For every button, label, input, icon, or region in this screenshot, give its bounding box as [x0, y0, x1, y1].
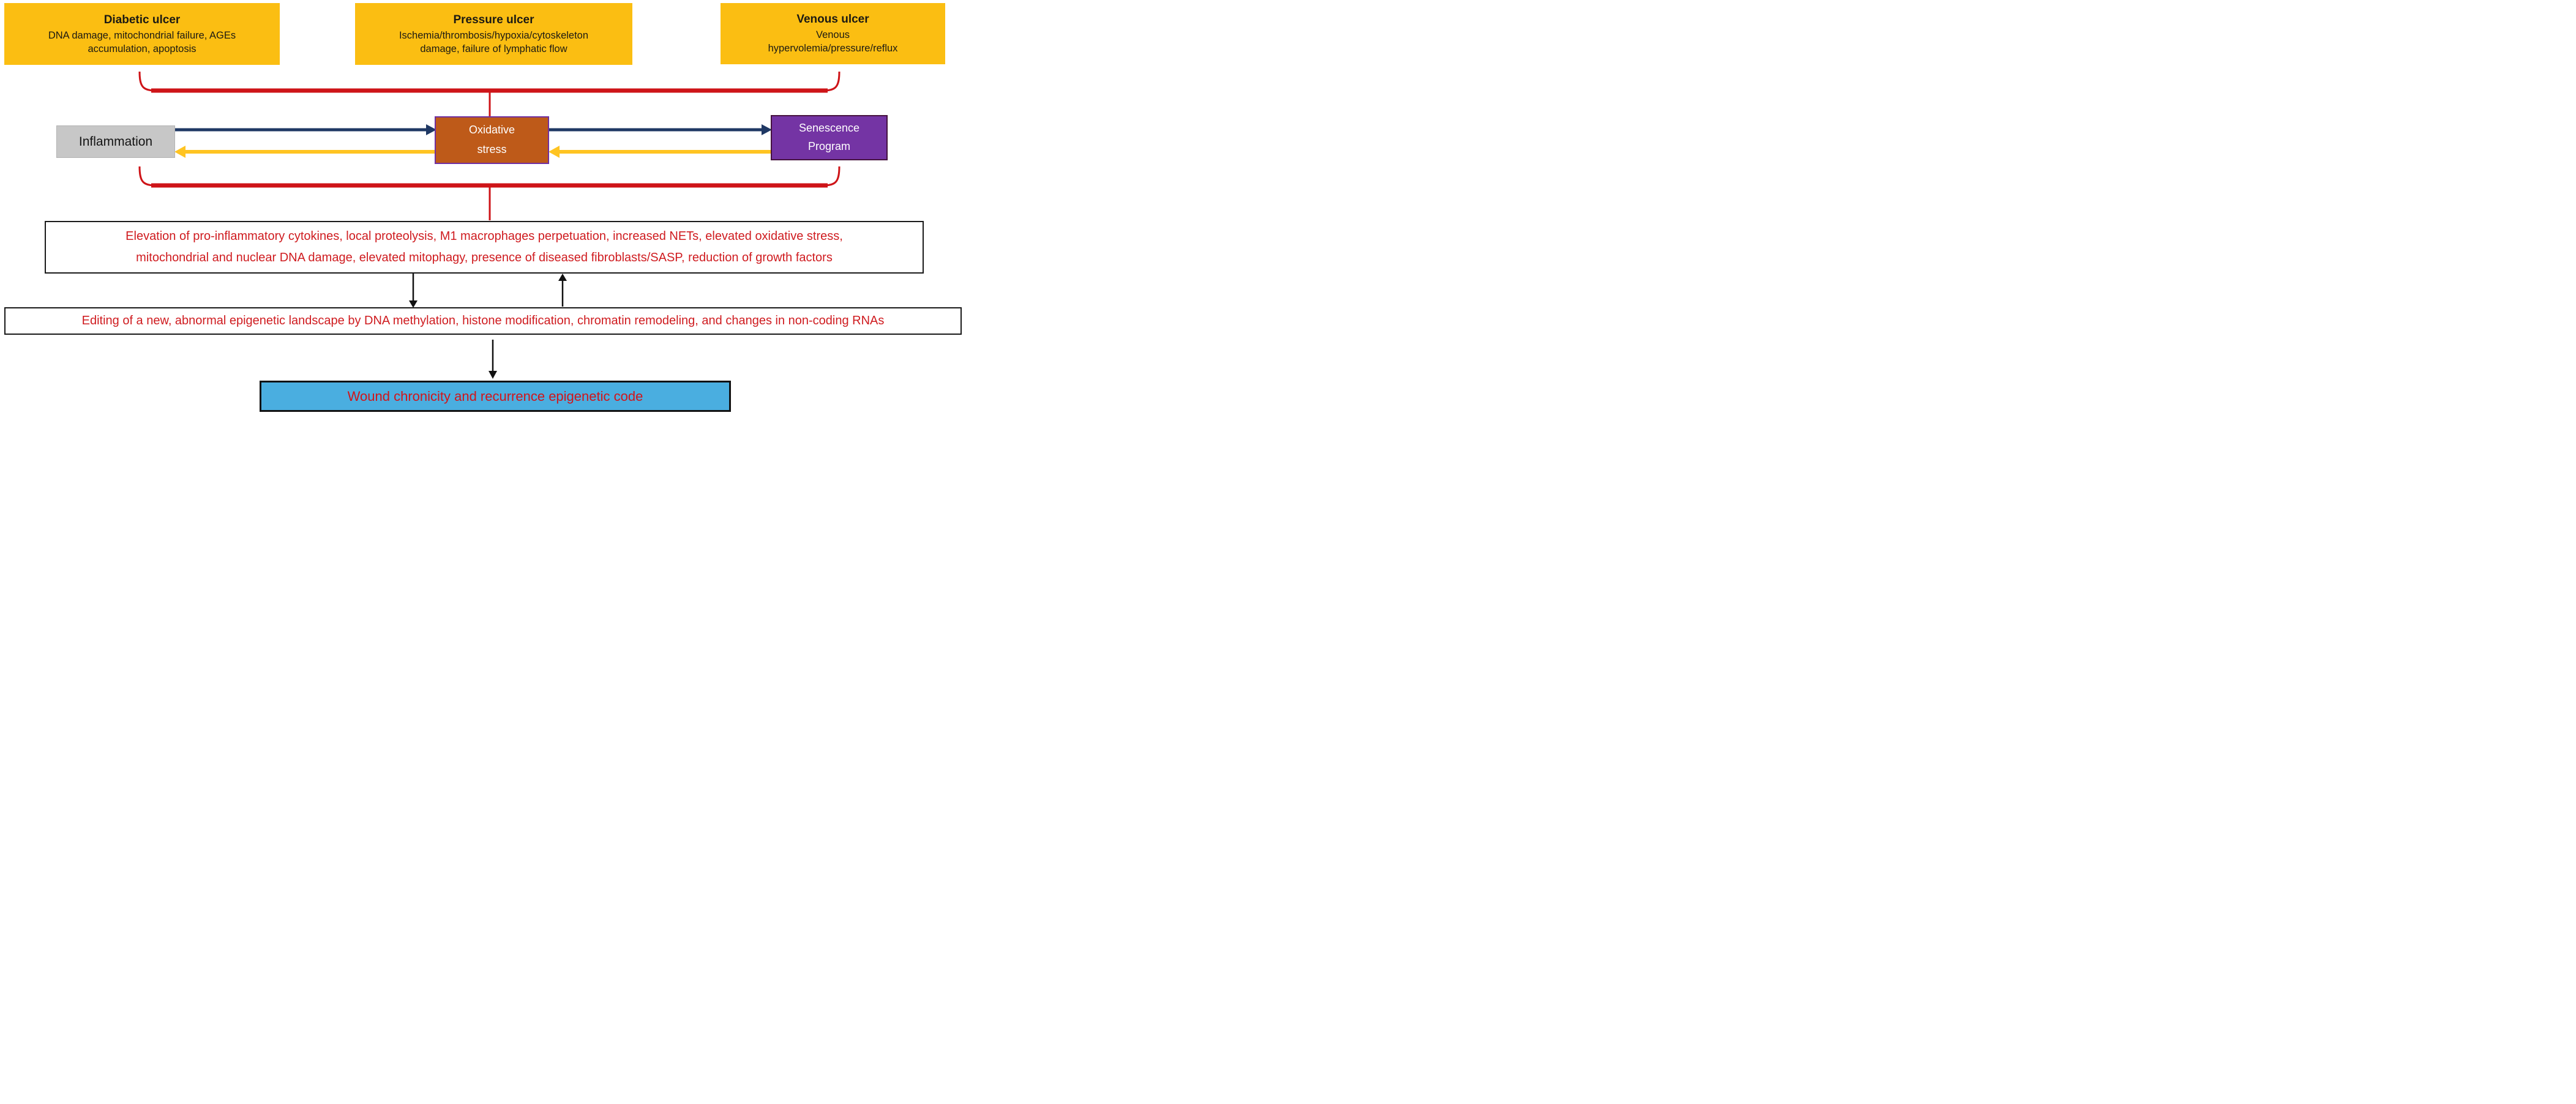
process-statement-line1: Elevation of pro-inflammatory cytokines,… — [125, 229, 843, 243]
oxidative-stress-line2: stress — [477, 143, 507, 155]
arrow-process-to-epigenetic — [409, 274, 417, 308]
senescence-program-line2: Program — [807, 140, 851, 153]
arrow-epigenetic-to-outcome — [489, 340, 497, 379]
pressure-ulcer-detail-line2: damage, failure of lymphatic flow — [420, 43, 567, 54]
arrow-senescence-to-oxidative — [549, 146, 771, 158]
arrow-inflammation-to-oxidative — [175, 124, 436, 135]
diabetic-ulcer-box: Diabetic ulcer DNA damage, mitochondrial… — [4, 3, 280, 65]
diabetic-ulcer-detail-line2: accumulation, apoptosis — [88, 43, 197, 54]
inflammation-box: Inflammation — [56, 125, 175, 158]
pressure-ulcer-title: Pressure ulcer — [453, 13, 534, 26]
epigenetic-landscape-box: Editing of a new, abnormal epigenetic la… — [4, 307, 962, 335]
process-statement-line2: mitochondrial and nuclear DNA damage, el… — [136, 251, 833, 264]
upper-brace — [138, 71, 841, 116]
diabetic-ulcer-title: Diabetic ulcer — [103, 13, 181, 26]
arrow-oxidative-to-senescence — [549, 124, 772, 135]
epigenetic-landscape-text: Editing of a new, abnormal epigenetic la… — [81, 314, 885, 327]
oxidative-stress-box: Oxidative stress — [435, 116, 549, 164]
arrow-oxidative-to-inflammation — [174, 146, 435, 158]
inflammation-label: Inflammation — [78, 134, 153, 149]
senescence-program-line1: Senescence — [798, 122, 860, 135]
senescence-program-box: Senescence Program — [771, 115, 888, 160]
outcome-box: Wound chronicity and recurrence epigenet… — [260, 381, 731, 412]
venous-ulcer-box: Venous ulcer Venous hypervolemia/pressur… — [721, 3, 945, 64]
wound-chronicity-diagram: Diabetic ulcer DNA damage, mitochondrial… — [0, 0, 966, 414]
pressure-ulcer-detail-line1: Ischemia/thrombosis/hypoxia/cytoskeleton — [399, 29, 589, 41]
arrow-epigenetic-to-process — [558, 274, 567, 307]
process-statement-box: Elevation of pro-inflammatory cytokines,… — [45, 221, 924, 274]
lower-brace — [138, 166, 841, 220]
outcome-text: Wound chronicity and recurrence epigenet… — [347, 388, 643, 404]
venous-ulcer-title: Venous ulcer — [796, 13, 869, 26]
venous-ulcer-detail-line2: hypervolemia/pressure/reflux — [768, 43, 898, 54]
diabetic-ulcer-detail-line1: DNA damage, mitochondrial failure, AGEs — [48, 29, 236, 41]
venous-ulcer-detail-line1: Venous — [815, 29, 850, 41]
oxidative-stress-line1: Oxidative — [468, 124, 515, 136]
pressure-ulcer-box: Pressure ulcer Ischemia/thrombosis/hypox… — [355, 3, 632, 65]
